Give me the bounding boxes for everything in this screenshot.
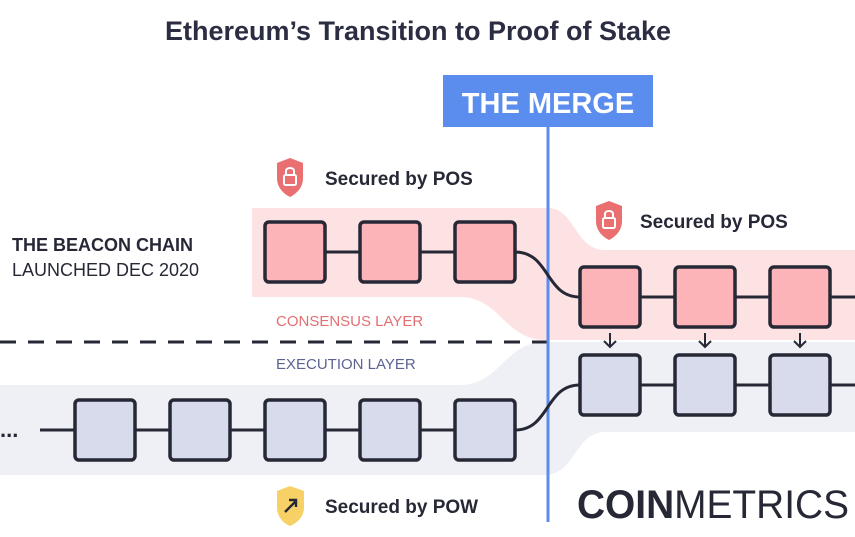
consensus-block bbox=[578, 265, 642, 329]
consensus-block bbox=[673, 265, 737, 329]
lock-shield-icon bbox=[596, 201, 622, 240]
execution-block bbox=[768, 353, 832, 417]
consensus-block bbox=[768, 265, 832, 329]
beacon-block bbox=[453, 220, 517, 284]
arrow-down-icon bbox=[698, 333, 712, 349]
pickaxe-shield-icon bbox=[277, 486, 304, 526]
pos-security-label-after: Secured by POS bbox=[640, 212, 788, 233]
lock-shield-icon bbox=[277, 158, 303, 197]
pos-security-label: Secured by POS bbox=[325, 169, 473, 190]
arrow-down-icon bbox=[603, 333, 617, 349]
pow-block bbox=[168, 398, 232, 462]
pow-security-label: Secured by POW bbox=[325, 497, 478, 518]
beacon-chain-label: THE BEACON CHAIN bbox=[12, 235, 193, 255]
pow-block bbox=[263, 398, 327, 462]
beacon-block bbox=[263, 220, 327, 284]
execution-block bbox=[673, 353, 737, 417]
merge-label: THE MERGE bbox=[462, 88, 634, 120]
execution-block bbox=[578, 353, 642, 417]
beacon-block bbox=[358, 220, 422, 284]
pow-block bbox=[73, 398, 137, 462]
pow-block bbox=[358, 398, 422, 462]
chain-ellipsis: ... bbox=[0, 417, 18, 442]
pow-block bbox=[453, 398, 517, 462]
coinmetrics-logo: COINMETRICS bbox=[577, 483, 849, 527]
page-title: Ethereum’s Transition to Proof of Stake bbox=[165, 16, 671, 46]
chain-connectors bbox=[40, 250, 855, 432]
merge-badge bbox=[443, 75, 653, 127]
beacon-launch-label: LAUNCHED DEC 2020 bbox=[12, 260, 199, 280]
consensus-layer-label: CONSENSUS LAYER bbox=[276, 313, 423, 330]
execution-layer-label: EXECUTION LAYER bbox=[276, 356, 416, 373]
arrow-down-icon bbox=[793, 333, 807, 349]
